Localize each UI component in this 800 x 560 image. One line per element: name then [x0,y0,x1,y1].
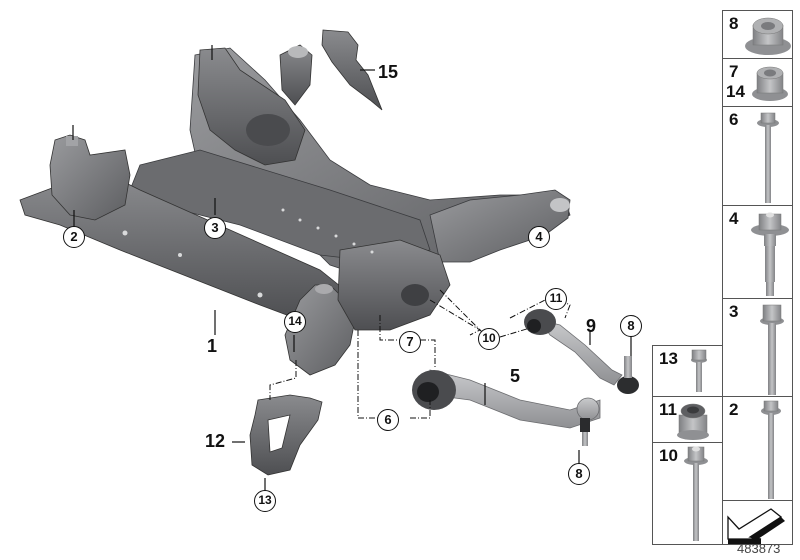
short-flange-bolt-icon [691,349,707,392]
hex-flange-bolt-icon [684,446,708,541]
callout-3: 3 [204,217,226,239]
cell-label: 8 [729,14,739,33]
grid-cell-4: 4 [722,205,793,299]
grid-cell-11: 11 [652,396,723,443]
callout-6: 6 [377,409,399,431]
tension-strut [524,309,639,394]
callout-15: 15 [378,62,399,82]
grid-cell-7-14: 7 14 [722,58,793,107]
grid-cell-10: 10 [652,442,723,545]
cell-label: 6 [729,110,739,129]
flange-bolt-icon [760,304,784,395]
flange-lock-nut-icon [745,17,791,55]
cell-label: 3 [729,302,739,321]
cell-label: 7 [729,62,739,81]
long-round-head-bolt-icon [761,400,781,499]
callout-4: 4 [528,226,550,248]
stepped-bolt-icon [751,212,789,296]
callout-1: 1 [207,336,218,356]
cell-label: 13 [659,349,678,368]
bracket-12 [249,394,323,476]
callout-11: 11 [545,288,567,310]
long-flange-bolt-icon [757,112,779,203]
grid-cell-6: 6 [722,106,793,206]
callout-12: 12 [205,431,226,451]
cell-label-secondary: 14 [726,82,745,101]
front-axle-support [19,44,571,376]
grid-cell-direction-arrow [722,500,793,545]
callout-2: 2 [63,226,85,248]
cell-label: 4 [729,209,739,228]
heat-shield-bracket [321,29,383,111]
lower-control-arm [412,369,601,446]
callout-8-lower: 8 [568,463,590,485]
callout-5: 5 [510,366,521,386]
direction-arrow-icon [727,508,785,544]
callout-13: 13 [254,490,276,512]
callout-7: 7 [399,331,421,353]
grid-cell-8: 8 [722,10,793,59]
grid-cell-3: 3 [722,298,793,397]
grid-cell-13: 13 [652,345,723,397]
callout-14: 14 [284,311,306,333]
callout-10: 10 [478,328,500,350]
callout-9: 9 [586,316,597,336]
cell-label: 2 [729,400,739,419]
grid-cell-2: 2 [722,396,793,501]
cell-label: 10 [659,446,678,465]
self-locking-nut-icon [677,403,709,440]
callout-8-upper: 8 [620,315,642,337]
cell-label: 11 [659,400,677,419]
hex-flange-nut-icon [752,66,788,101]
diagram-reference-number: 483873 [737,541,781,556]
